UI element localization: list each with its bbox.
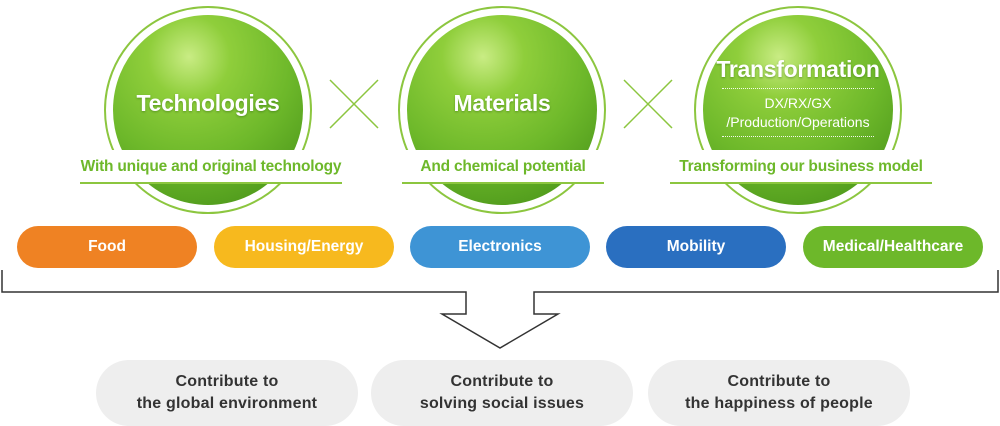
transformation-title: Transformation [716,56,880,82]
technologies-tagline: With unique and original technology [80,150,342,184]
field-pill-medical-healthcare: Medical/Healthcare [803,226,983,268]
transformation-divider-bottom [722,136,874,137]
multiply-icon [623,79,673,129]
contribution-line1: Contribute to [175,373,279,390]
contribution-line2: the happiness of people [685,395,873,412]
transformation-subtitle-line2: /Production/Operations [726,114,870,130]
field-pill-electronics: Electronics [410,226,590,268]
technologies-title: Technologies [136,90,280,116]
contribution-line2: solving social issues [419,395,585,412]
materials-tagline: And chemical potential [402,150,604,184]
contribution-line2: the global environment [136,395,318,412]
transformation-tagline: Transforming our business model [670,150,932,184]
contribution-line1: Contribute to [727,373,831,390]
transformation-subtitle-line1: DX/RX/GX [764,95,832,111]
field-pill-housing-energy: Housing/Energy [214,226,394,268]
contribution-happiness-of-people: Contribute to the happiness of people [648,360,910,426]
field-pill-food: Food [17,226,197,268]
multiply-icon [329,79,379,129]
contribution-social-issues: Contribute to solving social issues [371,360,633,426]
materials-title: Materials [453,90,551,116]
transformation-divider-top [722,88,874,89]
field-pill-mobility: Mobility [606,226,786,268]
contribution-global-environment: Contribute to the global environment [96,360,358,426]
contribution-line1: Contribute to [450,373,554,390]
